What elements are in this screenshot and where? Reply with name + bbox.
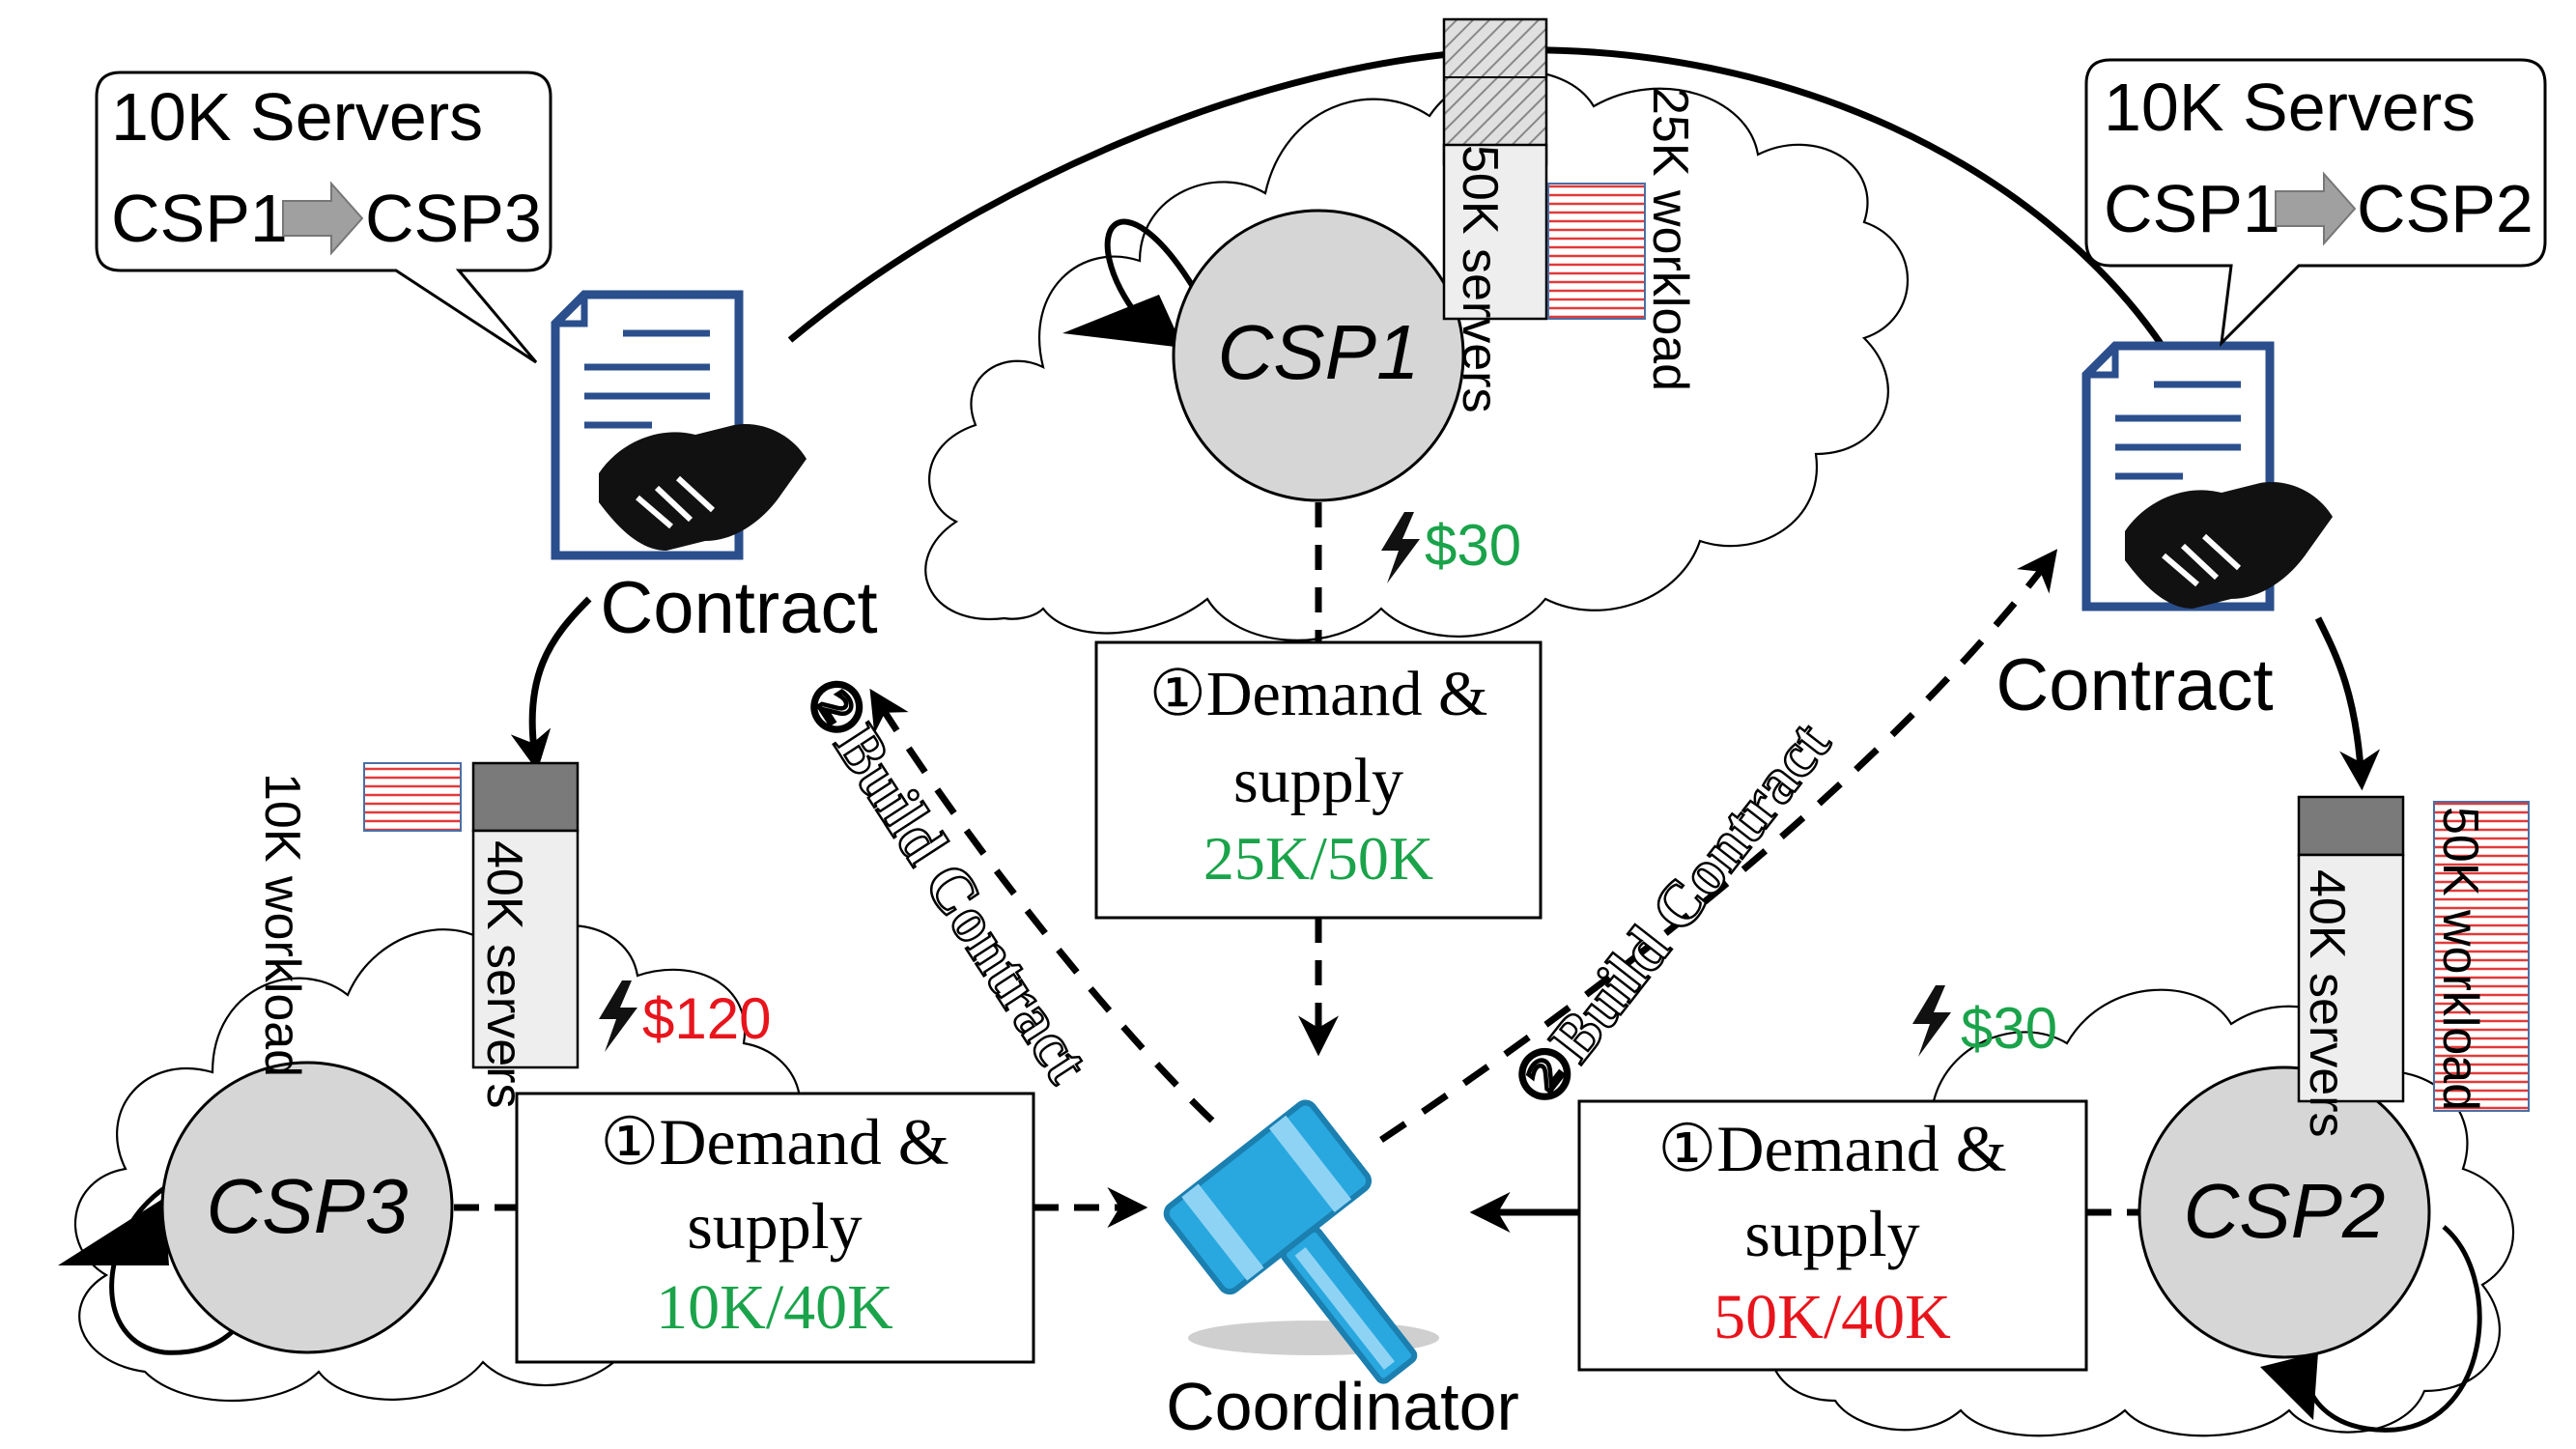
csp3-servers-text: 40K servers bbox=[476, 840, 532, 1108]
coordinator-label: Coordinator bbox=[1166, 1369, 1519, 1444]
csp3-price: $120 bbox=[642, 986, 771, 1051]
lightning-icon bbox=[1912, 985, 1951, 1057]
build-contract-right-arrow bbox=[1379, 549, 2058, 1143]
csp1-servers-bar bbox=[1442, 17, 1548, 321]
csp3-workload-text: 10K workload bbox=[254, 773, 310, 1077]
contract-left-bubble: 10K Servers CSP1 CSP3 bbox=[95, 71, 552, 364]
contract-right: Contract bbox=[1996, 341, 2333, 726]
csp1-workload-text: 25K workload bbox=[1642, 87, 1698, 391]
csp2-demand-ratio: 50K/40K bbox=[1713, 1282, 1951, 1352]
contract-right-label: Contract bbox=[1996, 644, 2273, 726]
csp1-demand-box: ①Demand & 25K/50K bbox=[1094, 640, 1543, 920]
csp3-demand-ratio: 10K/40K bbox=[656, 1272, 893, 1343]
csp1-demand-title: ①Demand & bbox=[1149, 659, 1488, 729]
bubble-left-line1: 10K Servers bbox=[111, 79, 483, 155]
bubble-left-to: CSP3 bbox=[365, 181, 542, 256]
handshake-icon bbox=[2125, 482, 2333, 609]
csp2-demand-title: ①Demand & bbox=[1657, 1112, 2006, 1185]
bubble-right-line1: 10K Servers bbox=[2104, 70, 2476, 145]
csp3-node: CSP3 bbox=[160, 1061, 454, 1354]
csp2-workload-text: 50K workload bbox=[2432, 807, 2488, 1111]
csp2-servers-bar bbox=[2297, 795, 2405, 1103]
lightning-icon bbox=[1381, 512, 1420, 583]
contract-left-label: Contract bbox=[600, 567, 877, 649]
csp3-self-loop-head bbox=[58, 1198, 169, 1265]
csp3-demand-box: ①Demand & 10K/40K bbox=[515, 1092, 1035, 1364]
csp3-servers-bar bbox=[471, 761, 580, 1069]
handshake-icon bbox=[599, 424, 807, 551]
arrow-right-icon bbox=[282, 181, 364, 256]
csp1-demand-supply-word: supply bbox=[1233, 746, 1403, 816]
csp2-demand-box: ①Demand & 50K/40K bbox=[1577, 1099, 2088, 1372]
csp1-node: CSP1 bbox=[1172, 209, 1465, 502]
csp1-price: $30 bbox=[1425, 513, 1521, 578]
csp1-demand-ratio: 25K/50K bbox=[1203, 824, 1433, 893]
csp3-demand-supply-word: supply bbox=[687, 1189, 862, 1263]
csp1-label: CSP1 bbox=[1218, 309, 1420, 395]
arrow-right-icon bbox=[2275, 171, 2357, 246]
bubble-right-from: CSP1 bbox=[2104, 171, 2280, 246]
build-contract-right-label: ②Build Contract bbox=[1501, 709, 1844, 1120]
csp2-label: CSP2 bbox=[2184, 1168, 2386, 1254]
contract-left: Contract bbox=[551, 290, 878, 649]
build-contract-left-arrow bbox=[869, 688, 1215, 1123]
csp2-price: $30 bbox=[1961, 996, 2057, 1061]
csp1-servers-text: 50K servers bbox=[1452, 145, 1508, 412]
lightning-icon bbox=[599, 980, 637, 1052]
contract-to-csp2-arrow bbox=[2314, 616, 2381, 791]
csp1-self-loop-head bbox=[1062, 295, 1183, 348]
contract-right-bubble: 10K Servers CSP1 CSP2 bbox=[2084, 58, 2547, 348]
csp3-label: CSP3 bbox=[207, 1163, 409, 1249]
csp2-demand-supply-word: supply bbox=[1744, 1197, 1919, 1270]
csp3-demand-title: ①Demand & bbox=[600, 1105, 948, 1179]
bubble-left-from: CSP1 bbox=[111, 181, 288, 256]
csp2-workload-bar bbox=[2433, 801, 2530, 1112]
csp2-self-loop-head bbox=[2260, 1352, 2318, 1420]
csp2-servers-text: 40K servers bbox=[2299, 869, 2355, 1137]
csp3-workload-bar bbox=[363, 762, 462, 832]
contract-to-csp3-arrow bbox=[510, 596, 592, 772]
csp2-node: CSP2 bbox=[2137, 1065, 2431, 1359]
csp1-workload-bar bbox=[1547, 183, 1646, 320]
gavel-icon bbox=[1163, 1099, 1439, 1384]
bubble-right-to: CSP2 bbox=[2357, 171, 2534, 246]
build-contract-left-label: ②Build Contract bbox=[789, 665, 1102, 1094]
